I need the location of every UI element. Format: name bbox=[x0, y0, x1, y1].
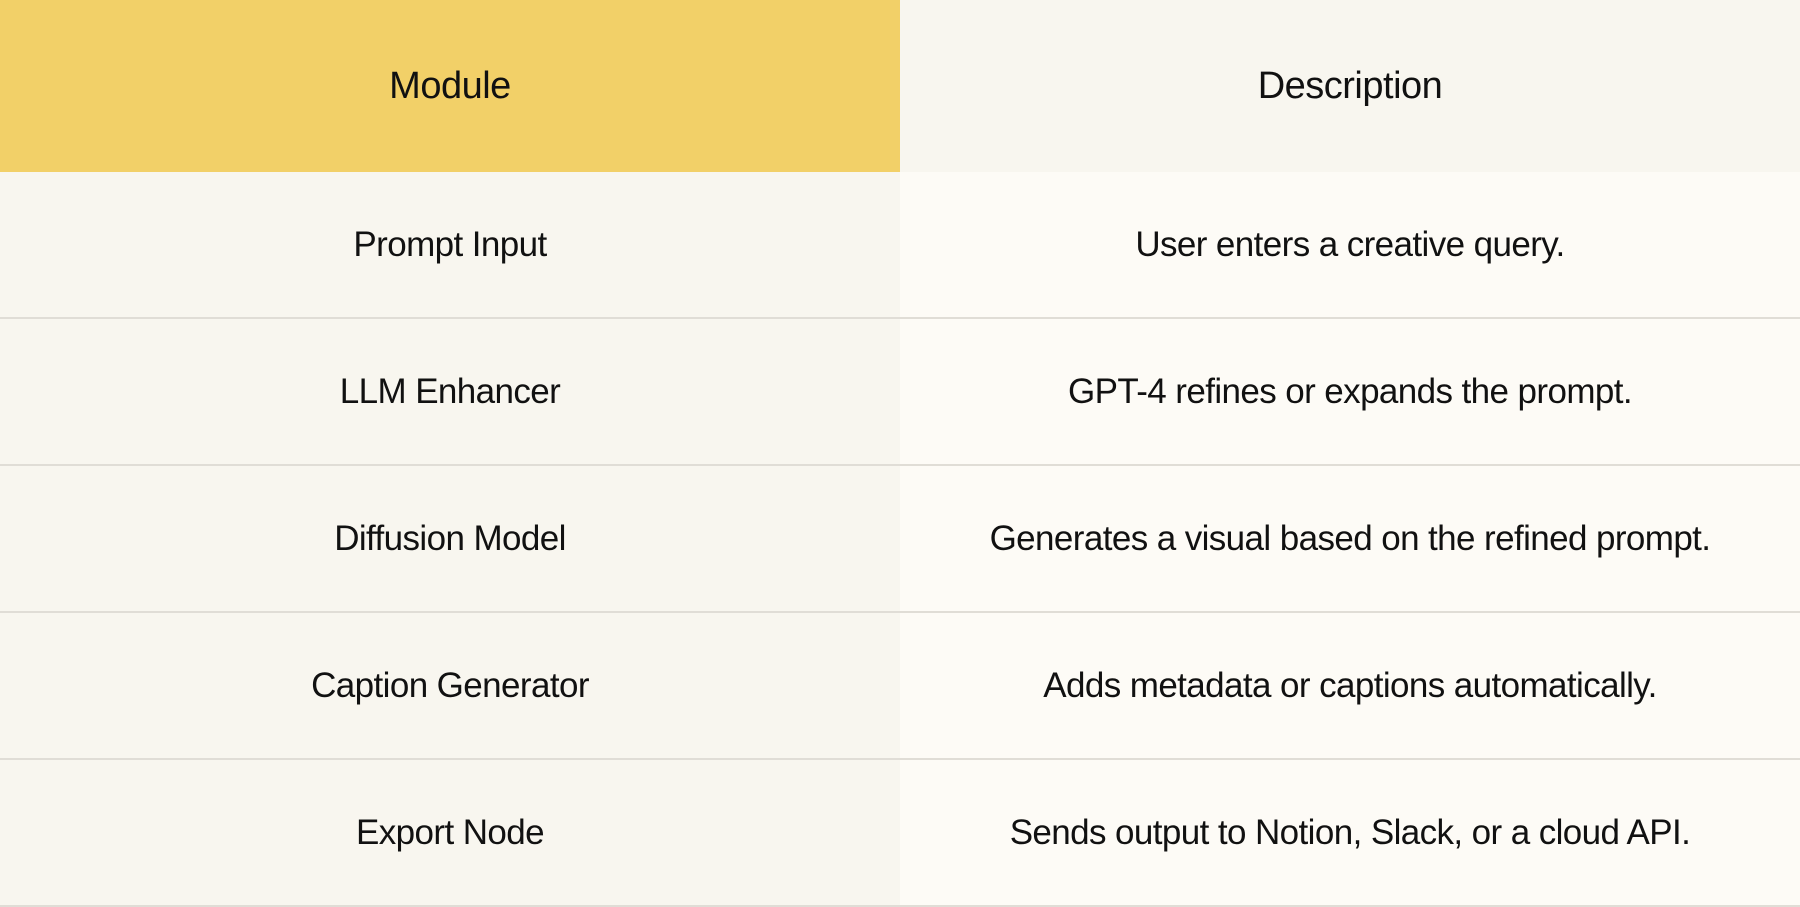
module-cell: Prompt Input bbox=[0, 172, 900, 319]
description-cell: GPT-4 refines or expands the prompt. bbox=[900, 318, 1800, 466]
module-cell: Export Node bbox=[0, 759, 900, 907]
header-description: Description bbox=[900, 0, 1800, 172]
table-row: LLM Enhancer GPT-4 refines or expands th… bbox=[0, 318, 1800, 466]
description-cell: Adds metadata or captions automatically. bbox=[900, 612, 1800, 760]
description-cell: Generates a visual based on the refined … bbox=[900, 465, 1800, 613]
module-cell: LLM Enhancer bbox=[0, 318, 900, 466]
header-row: Module Description bbox=[0, 0, 1800, 172]
table-row: Diffusion Model Generates a visual based… bbox=[0, 465, 1800, 613]
header-module: Module bbox=[0, 0, 900, 172]
description-cell: Sends output to Notion, Slack, or a clou… bbox=[900, 759, 1800, 907]
table-row: Export Node Sends output to Notion, Slac… bbox=[0, 759, 1800, 907]
description-cell: User enters a creative query. bbox=[900, 172, 1800, 319]
module-cell: Caption Generator bbox=[0, 612, 900, 760]
table-row: Caption Generator Adds metadata or capti… bbox=[0, 612, 1800, 760]
module-cell: Diffusion Model bbox=[0, 465, 900, 613]
table-row: Prompt Input User enters a creative quer… bbox=[0, 172, 1800, 319]
